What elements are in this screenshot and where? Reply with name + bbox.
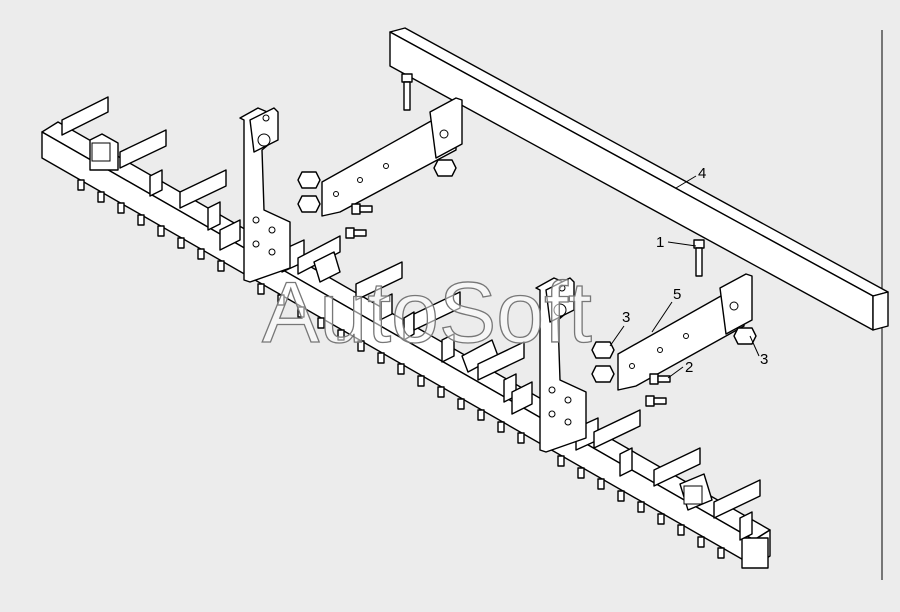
left-upright-bracket [239,107,291,283]
square-tube-bar [389,27,889,331]
callout-labels: 1 2 3 3 4 5 [622,165,768,376]
callout-4: 4 [698,165,706,182]
callout-1: 1 [656,234,664,251]
left-connecting-arm [321,97,463,217]
callout-5: 5 [673,286,681,303]
callout-3-left: 3 [622,309,630,326]
fasteners [297,73,757,407]
watermark-text: AutoSoft [262,265,592,361]
right-upright-bracket [535,277,587,453]
callout-3-right: 3 [760,351,768,368]
tines [77,179,725,559]
callout-2: 2 [685,359,693,376]
right-connecting-arm [617,273,753,391]
leader-lines [609,175,760,379]
